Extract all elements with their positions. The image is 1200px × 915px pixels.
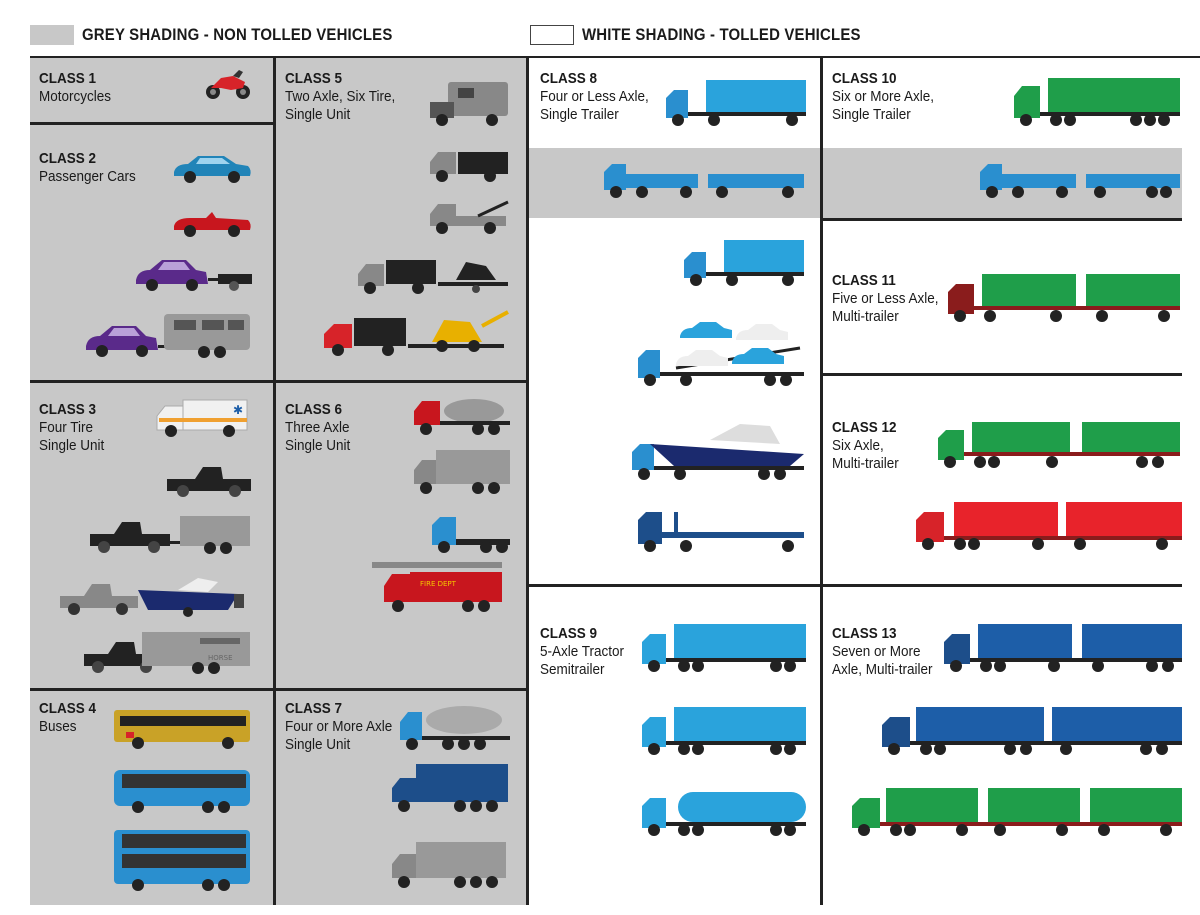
divider [823,218,1182,221]
tow-truck-icon [430,200,509,234]
tractor-double-flatbed-icon [980,164,1180,198]
motorcycle-icon [206,70,250,99]
tractor-triple-trailer-icon [852,788,1182,836]
car-with-camper-icon [86,314,250,358]
truck-with-yacht-icon [632,424,804,480]
pickup-with-horse-trailer-icon: HORSE [84,632,250,674]
tanker-truck-icon [642,792,806,836]
svg-text:HORSE: HORSE [208,654,233,662]
garbage-truck-icon [392,764,508,812]
coach-bus-icon [114,770,250,813]
grey-swatch [30,25,74,45]
dump-truck-with-mower-icon [358,260,508,294]
divider [823,373,1182,376]
svg-text:✱: ✱ [233,403,243,417]
divider [30,688,526,691]
car-with-trailer-icon [136,260,252,291]
three-axle-box-truck-icon [414,450,510,494]
pickup-truck-icon [167,467,251,497]
cement-mixer-truck-icon [414,399,510,435]
four-axle-box-truck-icon [392,842,506,888]
white-swatch [530,25,574,45]
tractor-double-trailer-icon [882,707,1182,755]
pickup-with-trailer-icon [90,516,250,554]
legend-grey-label: GREY SHADING - NON TOLLED VEHICLES [82,25,393,44]
tractor-double-trailer-icon [938,422,1180,468]
camper-truck-icon [430,82,508,126]
car-carrier-icon [638,322,804,386]
tractor-semitrailer-icon [642,707,806,755]
double-decker-bus-icon [114,830,250,891]
pickup-with-boat-icon [60,578,244,617]
fire-truck-icon: FIRE DEPT [372,562,502,612]
divider [820,58,823,905]
panel-class-6 [276,383,526,688]
divider [273,58,276,905]
divider [526,58,529,905]
sedan-icon [174,156,251,183]
divider [30,122,273,125]
legend-non-tolled: GREY SHADING - NON TOLLED VEHICLES [30,22,435,48]
svg-text:FIRE DEPT: FIRE DEPT [420,580,457,588]
dump-truck-with-backhoe-icon [324,310,509,356]
school-bus-icon [114,710,250,749]
divider [529,584,1182,587]
tractor-double-trailer-icon [944,624,1182,672]
tractor-single-trailer-icon [1014,78,1180,126]
box-truck-icon [430,152,508,182]
legend-tolled: WHITE SHADING - TOLLED VEHICLES [530,22,899,48]
convertible-icon [174,212,251,237]
ambulance-icon: ✱ [156,399,248,437]
divider [30,380,526,383]
tractor-cab-icon [432,517,510,553]
tractor-semitrailer-icon [642,624,806,672]
large-mixer-truck-icon [400,706,510,750]
tractor-single-trailer-icon [666,80,806,126]
legend-white-label: WHITE SHADING - TOLLED VEHICLES [582,25,861,44]
header-rule [30,56,1200,58]
panel-class-1 [30,58,273,122]
tractor-double-flatbed-icon [604,164,804,198]
tractor-lowboy-trailer-icon [638,512,804,552]
tractor-double-trailer-icon [916,502,1182,550]
straight-truck-trailer-icon [684,240,804,286]
tractor-double-trailer-icon [948,274,1180,322]
